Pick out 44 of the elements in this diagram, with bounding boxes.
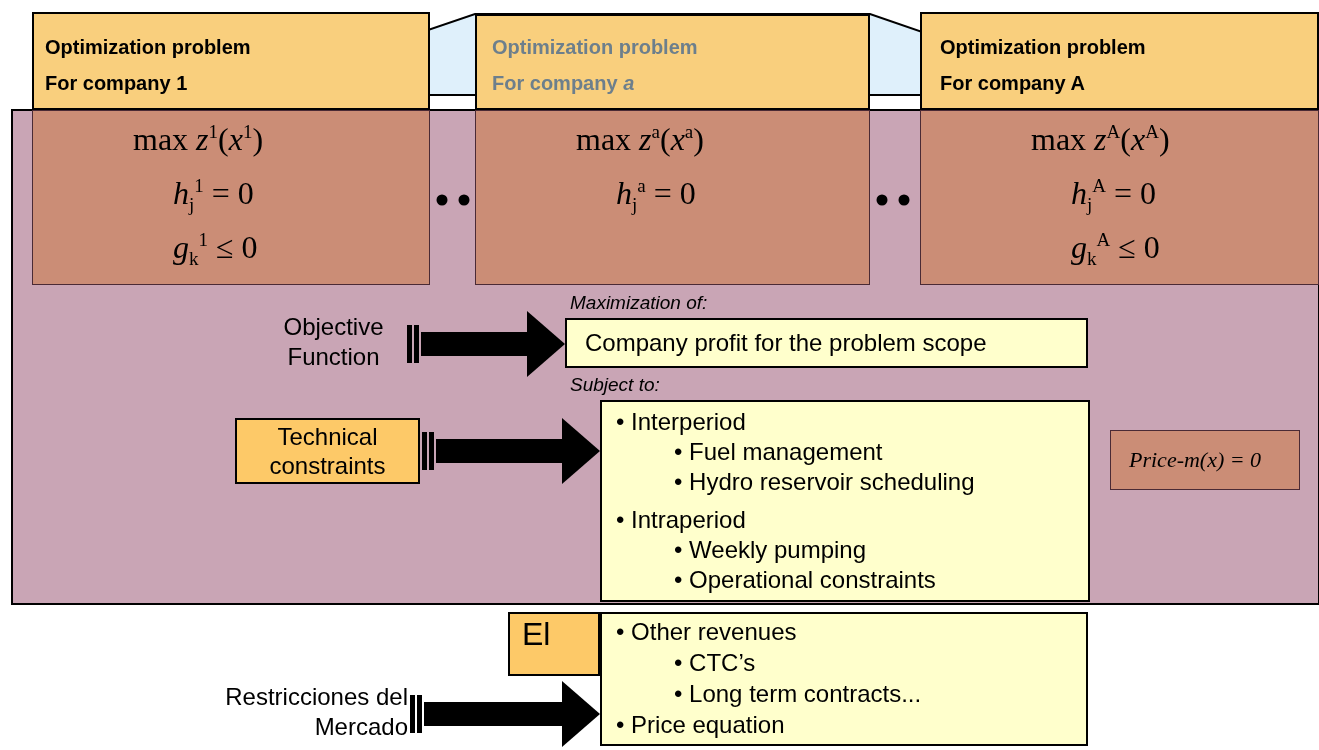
bullet-item: • Other revenues: [616, 618, 797, 646]
problem-box: [32, 12, 430, 110]
company-label: For company a: [492, 72, 635, 95]
formula-panel: [475, 110, 870, 285]
company-label: For company A: [940, 72, 1085, 95]
bullet-item: • Weekly pumping: [674, 536, 867, 564]
callout-box: [600, 612, 1088, 746]
arrow-label: Restricciones del Mercado: [222, 682, 408, 746]
constraint-bar: [235, 418, 420, 484]
formula-panel: [32, 110, 430, 285]
bullet-item: • Operational constraints: [674, 566, 936, 594]
formula-panel: [920, 110, 1319, 285]
bullet-item: • Long term contracts...: [674, 680, 922, 708]
bullet-item: • Intraperiod: [616, 506, 746, 534]
company-label: For company 1: [45, 72, 188, 95]
market-box: [508, 612, 600, 676]
bullet-item: • Price equation: [616, 711, 785, 739]
inequality-constraint: g$_{k}$$^{1}$ ≤ 0: [173, 229, 258, 271]
callout-box: [600, 400, 1090, 602]
objective-formula: max z$^{1}$(x$^{1}$): [133, 121, 264, 158]
problem-box: [475, 14, 870, 110]
section-label: Maximization of:: [570, 292, 708, 314]
problem-box: [920, 12, 1319, 110]
equality-constraint: h$_{j}$$^{A}$ = 0: [1071, 175, 1157, 217]
problem-title: Optimization problem: [45, 36, 251, 59]
bullet-item: • Fuel management: [674, 438, 883, 466]
arrow-label: Objective Function: [262, 312, 405, 376]
callout-box: [565, 318, 1088, 368]
section-label: Subject to:: [570, 374, 660, 396]
problem-title: Optimization problem: [492, 36, 698, 59]
bullet-item: • CTC’s: [674, 649, 756, 677]
bullet-item: • Hydro reservoir scheduling: [674, 468, 975, 496]
market-label: El: [522, 616, 551, 653]
callout-text: Company profit for the problem scope: [585, 329, 987, 357]
bullet-item: • Interperiod: [616, 408, 746, 436]
equality-constraint: h$_{j}$$^{1}$ = 0: [173, 175, 254, 217]
equality-constraint: h$_{j}$$^{a}$ = 0: [616, 175, 696, 217]
inequality-constraint: g$_{k}$$^{A}$ ≤ 0: [1071, 229, 1160, 271]
price-box: [1110, 430, 1300, 490]
objective-formula: max z$^{a}$(x$^{a}$): [576, 121, 704, 158]
price-equation: Price-m(x) = 0: [1129, 447, 1262, 473]
problem-title: Optimization problem: [940, 36, 1146, 59]
objective-formula: max z$^{A}$(x$^{A}$): [1031, 121, 1170, 158]
bar-label: Technical constraints: [268, 422, 387, 480]
